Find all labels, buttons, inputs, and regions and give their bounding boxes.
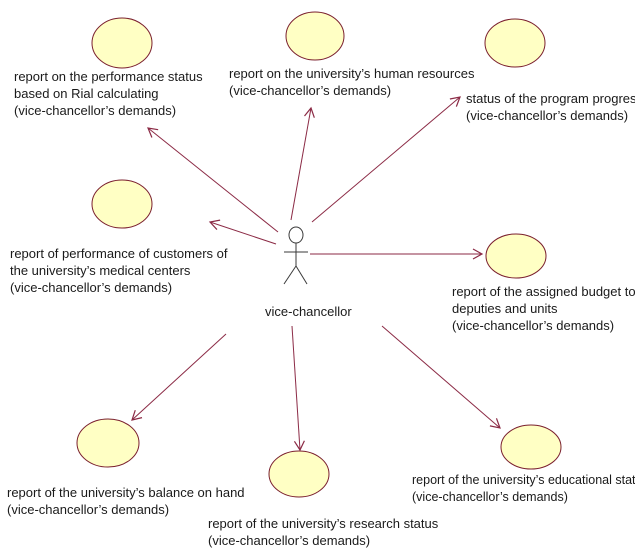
actor-label: vice-chancellor [265, 304, 352, 319]
arrow-to-performance-status [147, 127, 279, 233]
actor-head [288, 226, 304, 244]
use-case-label-educational-status: report of the university’s educational s… [412, 472, 635, 506]
arrow-to-human-resources [290, 106, 315, 221]
use-case-label-line: the university’s medical centers [10, 263, 191, 278]
actor-right-leg [295, 265, 308, 285]
use-case-ellipse-educational-status [500, 424, 562, 470]
use-case-ellipse-program-progress [484, 18, 546, 68]
use-case-label-line: (vice-chancellor’s demands) [7, 502, 170, 517]
use-case-label-human-resources: report on the university’s human resourc… [229, 65, 474, 99]
use-case-label-balance-on-hand: report of the university’s balance on ha… [7, 484, 245, 518]
use-case-label-line: status of the program progress [466, 91, 635, 106]
arrow-to-medical-centers [208, 219, 277, 245]
use-case-ellipse-performance-status [91, 17, 153, 69]
use-case-label-line: report on the university’s human resourc… [229, 66, 475, 81]
use-case-label-medical-centers: report of performance of customers of th… [10, 245, 227, 296]
use-case-ellipse-assigned-budget [485, 233, 547, 279]
use-case-label-line: (vice-chancellor’s demands) [452, 318, 615, 333]
association-arrows [131, 96, 501, 452]
actor-left-leg [283, 265, 297, 285]
use-case-label-performance-status: report on the performance status based o… [14, 68, 203, 119]
actor-stick-figure [283, 226, 308, 285]
use-case-ellipses [76, 11, 562, 498]
use-case-ellipse-human-resources [285, 11, 345, 61]
arrow-to-educational-status [381, 325, 501, 429]
use-case-label-line: (vice-chancellor’s demands) [14, 103, 177, 118]
use-case-label-line: report of performance of customers of [10, 246, 228, 261]
use-case-label-line: (vice-chancellor’s demands) [10, 280, 173, 295]
use-case-label-line: report of the university’s balance on ha… [7, 485, 245, 500]
arrow-to-balance-on-hand [131, 333, 227, 421]
use-case-label-program-progress: status of the program progress (vice-cha… [466, 90, 635, 124]
use-case-ellipse-research-status [268, 450, 330, 498]
arrow-to-program-progress [311, 96, 461, 223]
arrow-to-research-status [291, 325, 305, 452]
use-case-ellipse-balance-on-hand [76, 418, 140, 468]
use-case-label-research-status: report of the university’s research stat… [208, 515, 438, 549]
use-case-label-line: report of the university’s educational s… [412, 473, 635, 487]
use-case-ellipse-medical-centers [91, 179, 153, 229]
use-case-label-line: based on Rial calculating [14, 86, 159, 101]
use-case-label-assigned-budget: report of the assigned budget to deputie… [452, 283, 635, 334]
use-case-label-line: (vice-chancellor’s demands) [412, 490, 568, 504]
use-case-label-line: (vice-chancellor’s demands) [466, 108, 629, 123]
use-case-label-line: deputies and units [452, 301, 558, 316]
use-case-label-line: report of the assigned budget to [452, 284, 635, 299]
use-case-label-line: (vice-chancellor’s demands) [208, 533, 371, 548]
use-case-label-line: (vice-chancellor’s demands) [229, 83, 392, 98]
use-case-label-line: report on the performance status [14, 69, 203, 84]
use-case-label-line: report of the university’s research stat… [208, 516, 439, 531]
